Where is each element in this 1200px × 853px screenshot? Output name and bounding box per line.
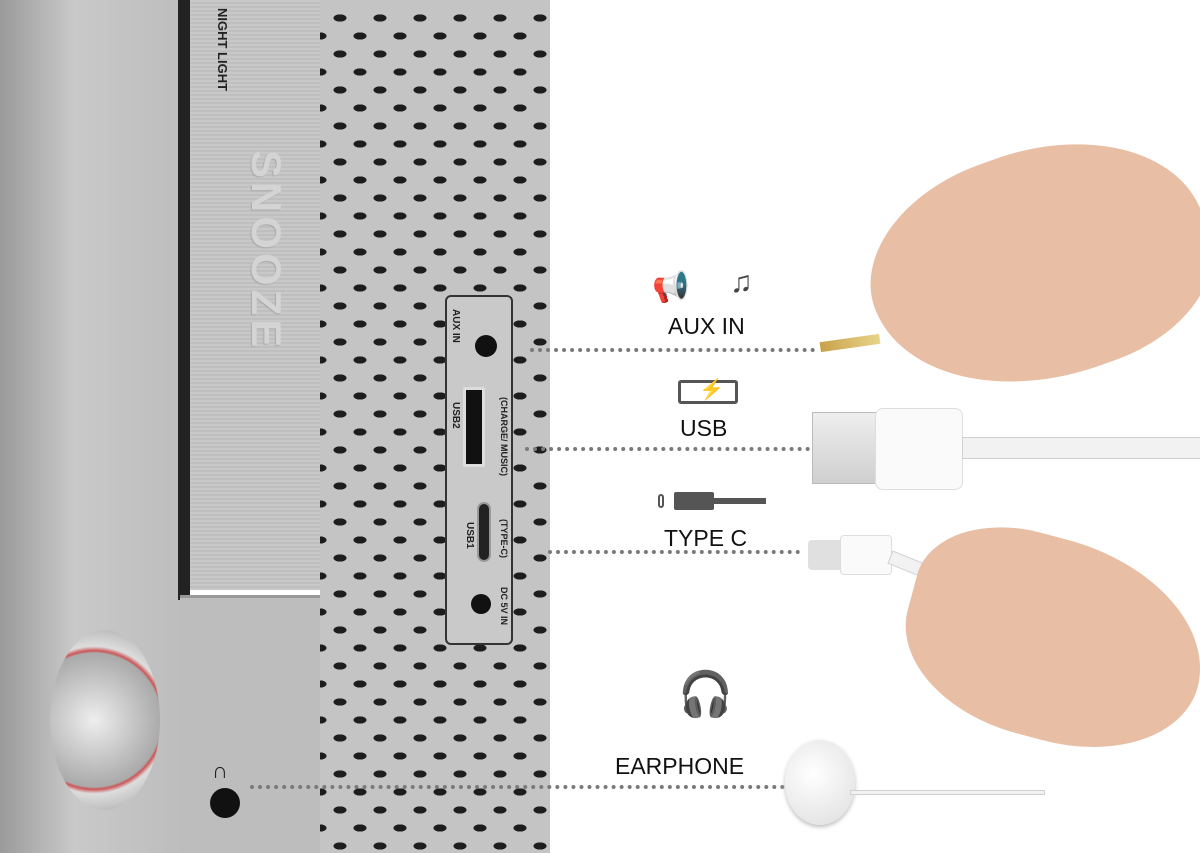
dc-in-port[interactable] (471, 594, 491, 614)
usb-plug-housing (875, 408, 963, 490)
music-note-icon: ♫ (730, 266, 753, 299)
usb-a-plug (812, 412, 882, 484)
callout-earphone: EARPHONE (615, 753, 745, 779)
control-knob[interactable] (50, 630, 160, 810)
speaker-icon: 📢 (652, 271, 690, 304)
callout-aux-in: AUX IN (668, 313, 745, 339)
usb-c-plug (808, 540, 843, 570)
earphone-dotted-line (250, 785, 785, 789)
aux-plug (819, 333, 881, 353)
type-c-dotted-line (548, 550, 800, 554)
device-lower-panel: ∩ (180, 595, 320, 853)
earbud (785, 740, 855, 825)
battery-charge-icon: ⚡ (678, 379, 738, 404)
aux-dotted-line (530, 348, 815, 352)
callout-type-c: TYPE C (664, 525, 748, 551)
device-front-panel: NIGHT LIGHT SNOOZE (190, 0, 320, 590)
port-panel: AUX IN USB2 (CHARGE/ MUSIC) USB1 (TYPE-C… (445, 295, 513, 645)
usb1-label: USB1 (464, 522, 475, 549)
hand-top (840, 98, 1200, 432)
night-light-label: NIGHT LIGHT (215, 8, 230, 92)
hand-bottom (884, 504, 1200, 776)
usb-a-port[interactable] (463, 387, 485, 467)
usb2-label: USB2 (450, 402, 461, 429)
speaker-grille-offset (320, 18, 550, 853)
device-edge (178, 0, 190, 600)
aux-in-port[interactable] (475, 335, 497, 357)
usb2-note: (CHARGE/ MUSIC) (499, 397, 509, 476)
usb-c-housing (840, 535, 892, 575)
usb-dotted-line (525, 447, 810, 451)
usb-c-port[interactable] (477, 502, 491, 562)
usb-cable (962, 437, 1200, 459)
dc-in-label: DC 5V IN (499, 587, 509, 626)
usb1-note: (TYPE-C) (499, 519, 509, 558)
aux-in-label: AUX IN (450, 309, 461, 343)
earphones-icon: 🎧 (678, 670, 733, 719)
type-c-cable-icon (658, 492, 768, 510)
snooze-label: SNOOZE (243, 150, 290, 352)
earphone-jack[interactable] (210, 788, 240, 818)
headphone-icon: ∩ (212, 758, 228, 783)
callout-usb: USB (680, 415, 728, 441)
earphone-cable (850, 790, 1045, 795)
